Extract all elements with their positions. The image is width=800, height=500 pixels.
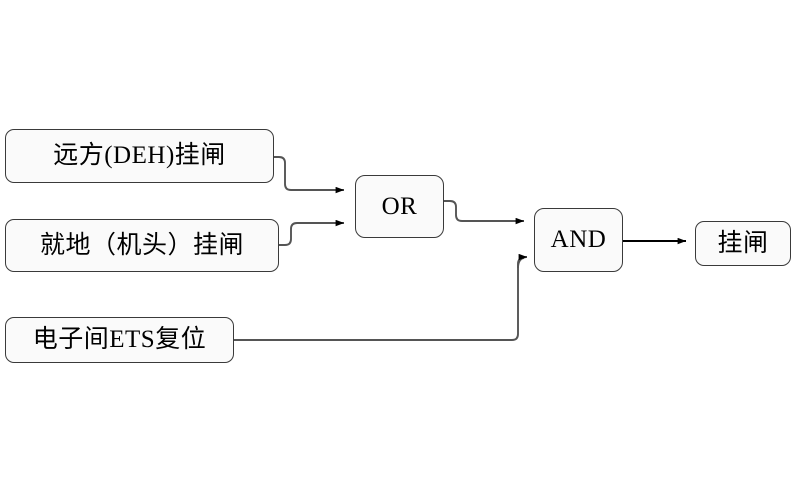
output-box-latch[interactable]: 挂闸 (695, 221, 791, 266)
input-box-remote-deh[interactable]: 远方(DEH)挂闸 (5, 129, 274, 183)
wire-local-head-to-or (279, 219, 345, 246)
gate-box-and[interactable]: AND (534, 208, 623, 272)
gate-box-or[interactable]: OR (355, 175, 444, 238)
output-label-latch: 挂闸 (717, 229, 769, 257)
input-label-local-head: 就地（机头）挂闸 (39, 231, 244, 259)
gate-label-or: OR (381, 192, 418, 220)
input-label-remote-deh: 远方(DEH)挂闸 (53, 142, 226, 170)
input-label-ets-reset: 电子间ETS复位 (32, 326, 207, 354)
input-box-ets-reset[interactable]: 电子间ETS复位 (5, 317, 234, 363)
wire-ets-to-and-head (517, 253, 528, 269)
input-box-local-head[interactable]: 就地（机头）挂闸 (5, 219, 279, 272)
wire-or-to-and (444, 200, 525, 225)
wire-ets-to-and (234, 257, 525, 341)
wire-remote-deh-to-or (274, 156, 345, 194)
gate-label-and: AND (550, 226, 607, 254)
